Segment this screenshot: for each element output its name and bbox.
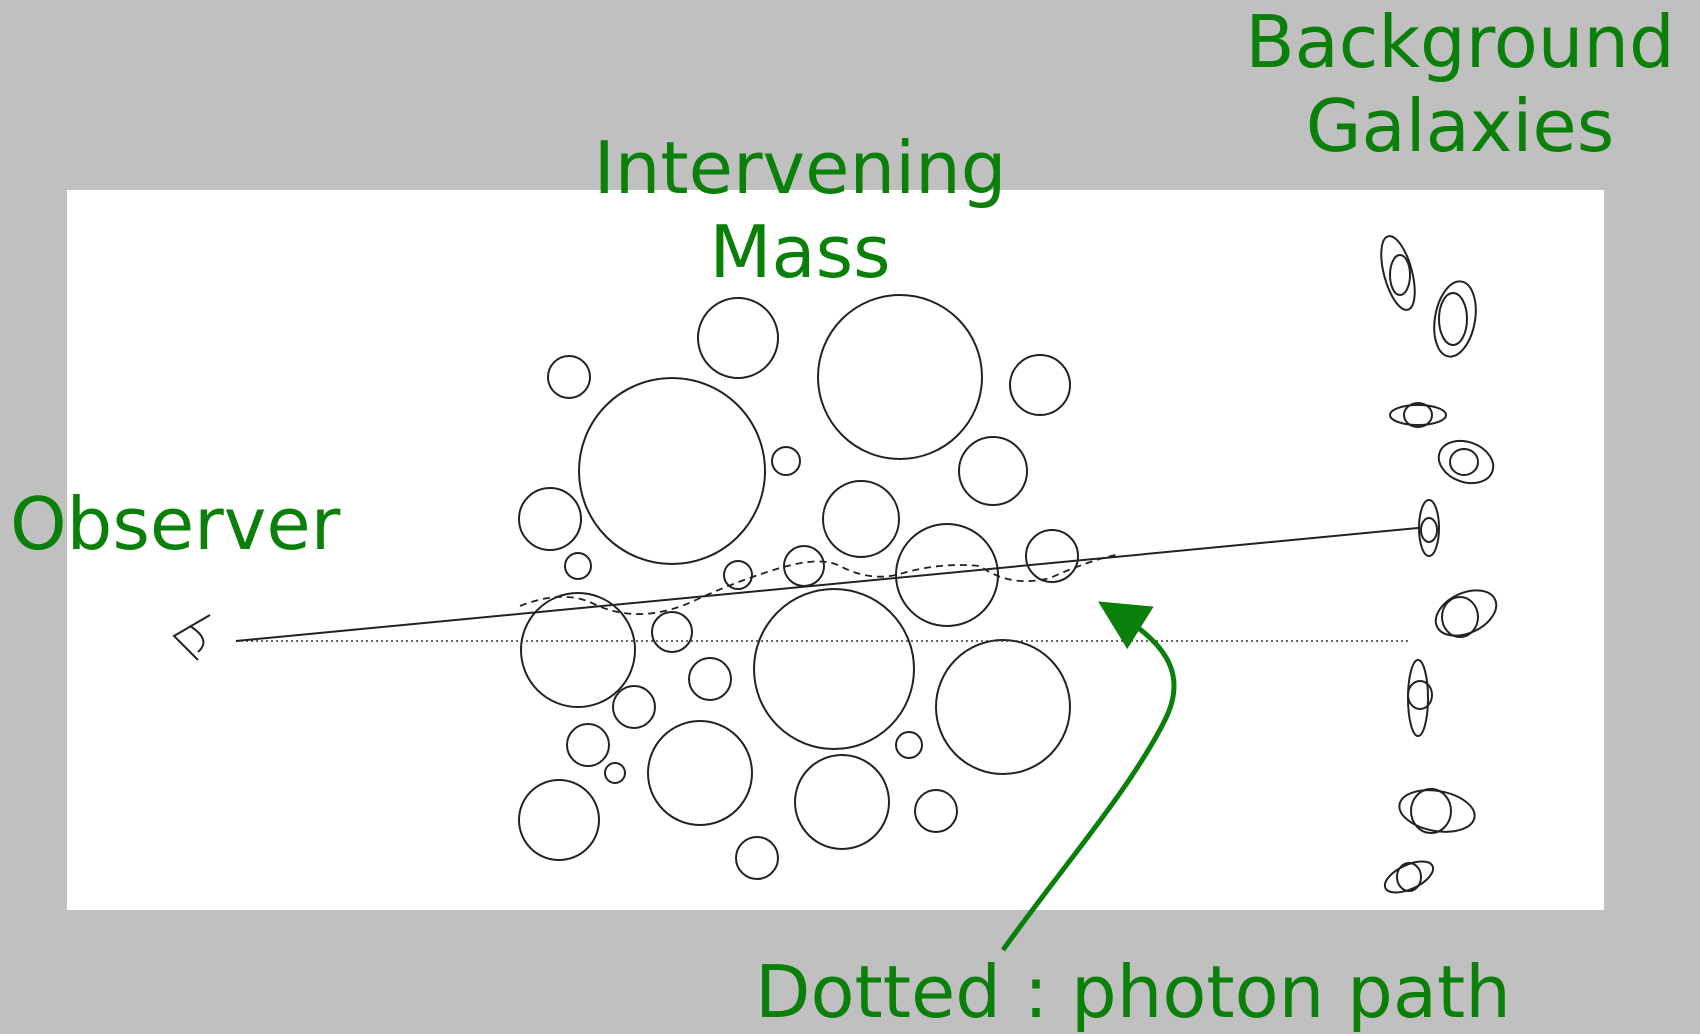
- observer-label: Observer: [10, 482, 341, 566]
- background-label-line1: Background: [1245, 0, 1675, 84]
- mass-clump: [822, 480, 900, 558]
- photon-path-arrow: [1000, 601, 1177, 952]
- mass-label-line2: Mass: [709, 210, 891, 294]
- mass-clump: [578, 377, 766, 565]
- eye-icon: [172, 614, 211, 661]
- mass-clump: [1009, 354, 1071, 416]
- intervening-mass-clumps: [518, 294, 1079, 880]
- diagram-panel: [67, 190, 1604, 910]
- mass-clump: [958, 436, 1028, 506]
- mass-clump: [895, 523, 999, 627]
- galaxy-9: [1383, 860, 1435, 894]
- mass-clump: [935, 639, 1071, 775]
- background-galaxies-label: Background Galaxies: [1215, 0, 1700, 168]
- galaxy-1: [1380, 235, 1416, 311]
- galaxy-5: [1418, 499, 1440, 557]
- mass-clump: [518, 487, 582, 551]
- mass-clump: [914, 789, 958, 833]
- galaxy-3: [1389, 402, 1447, 428]
- mass-clump: [604, 762, 626, 784]
- mass-clump: [771, 446, 801, 476]
- mass-clump: [520, 592, 636, 708]
- mass-clump: [518, 779, 600, 861]
- mass-clump: [735, 836, 779, 880]
- background-label-line2: Galaxies: [1305, 84, 1615, 168]
- galaxy-2: [1433, 280, 1477, 358]
- mass-clump: [612, 685, 656, 729]
- galaxy-6: [1434, 589, 1498, 638]
- background-galaxies: [1380, 235, 1498, 894]
- mass-clump: [817, 294, 983, 460]
- mass-clump: [647, 720, 753, 826]
- mass-clump: [753, 588, 915, 750]
- galaxy-8: [1398, 788, 1476, 834]
- mass-clump: [564, 552, 592, 580]
- intervening-mass-label: Intervening Mass: [560, 126, 1040, 294]
- mass-clump: [697, 297, 779, 379]
- mass-label-line1: Intervening: [593, 126, 1007, 210]
- mass-clump: [547, 355, 591, 399]
- mass-clump: [688, 657, 732, 701]
- mass-clump: [723, 560, 753, 590]
- galaxy-4: [1437, 439, 1495, 485]
- apparent-ray: [235, 527, 1419, 642]
- photon-path: [519, 553, 1121, 615]
- mass-clump: [794, 754, 890, 850]
- mass-clump: [895, 731, 923, 759]
- photon-path-label: Dotted : photon path: [755, 950, 1511, 1034]
- mass-clump: [1025, 529, 1079, 583]
- galaxy-7: [1407, 659, 1433, 737]
- mass-clump: [651, 611, 693, 653]
- mass-clump: [566, 723, 610, 767]
